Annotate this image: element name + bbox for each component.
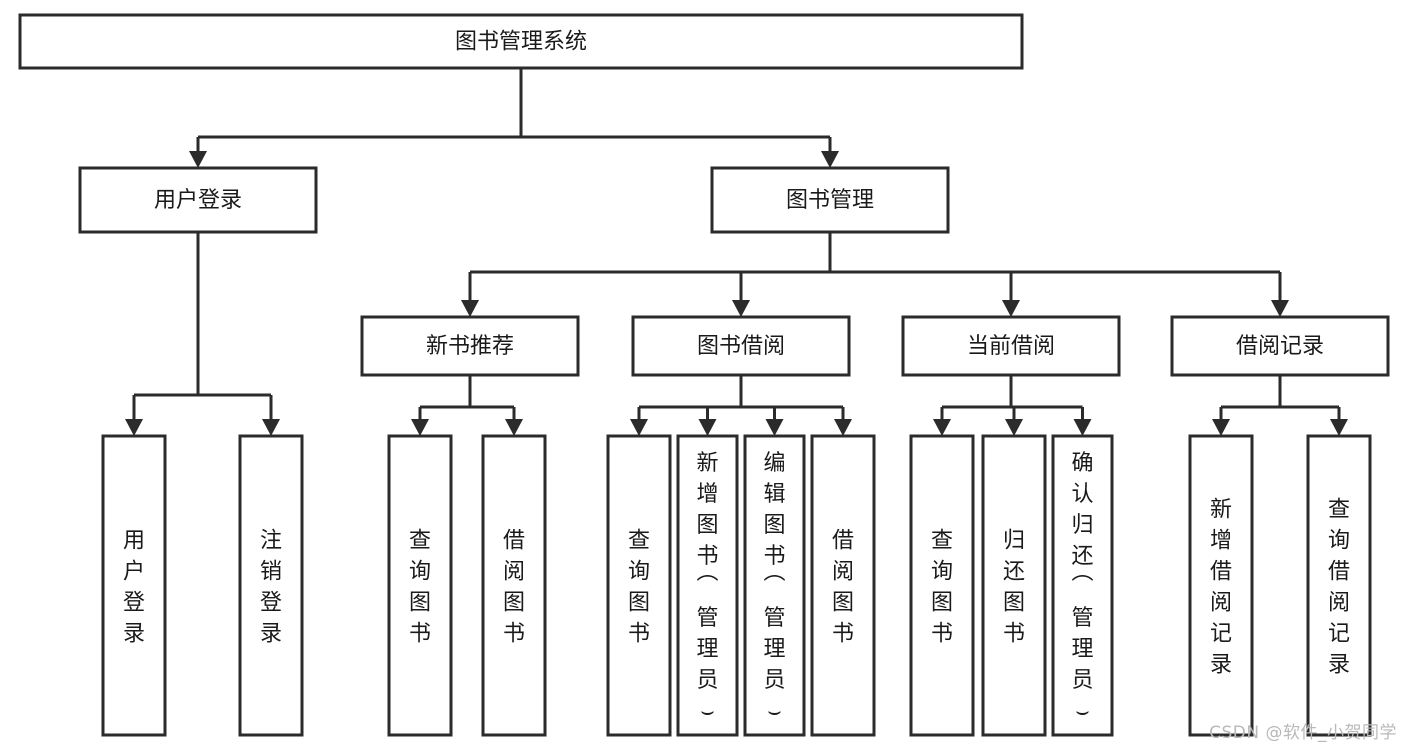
node-level3-2-rect: [901, 315, 1121, 377]
arrowhead-icon: [732, 300, 750, 317]
node-leaf-6-rect: [743, 434, 806, 737]
node-level3-0-label: 新书推荐: [426, 334, 514, 359]
arrowhead-icon: [1002, 300, 1020, 317]
arrowhead-icon: [1005, 419, 1023, 436]
node-leaf-0-rect: [101, 434, 167, 737]
node-leaf-2[interactable]: 查询图书: [387, 434, 453, 737]
connector-edges: [125, 68, 1348, 436]
arrowhead-icon: [505, 419, 523, 436]
node-leaf-2-rect: [387, 434, 453, 737]
node-level3-2-label: 当前借阅: [967, 334, 1055, 359]
arrowhead-icon: [262, 419, 280, 436]
node-level2-0-label: 用户登录: [154, 188, 242, 213]
node-leaf-12-label: 查询借阅记录: [1328, 498, 1350, 678]
node-leaf-5-rect: [676, 434, 739, 737]
node-leaf-8-rect: [909, 434, 975, 737]
node-leaf-2-label: 查询图书: [409, 529, 431, 647]
node-leaf-3-rect: [481, 434, 547, 737]
node-leaf-11-rect: [1188, 434, 1254, 737]
node-level3-0-rect: [360, 315, 580, 377]
node-leaf-7-label: 借阅图书: [832, 529, 854, 647]
node-root-rect: [18, 13, 1024, 70]
node-leaf-6-label: 编辑图书⌒管理员⌣: [763, 451, 785, 724]
arrowhead-icon: [1212, 419, 1230, 436]
node-level2-1-label: 图书管理: [786, 188, 874, 213]
node-level3-1-label: 图书借阅: [697, 334, 785, 359]
node-leaf-11-label: 新增借阅记录: [1210, 498, 1232, 678]
arrowhead-icon: [821, 151, 839, 168]
node-leaf-12-rect: [1306, 434, 1372, 737]
node-root[interactable]: 图书管理系统: [18, 13, 1024, 70]
node-leaf-9-label: 归还图书: [1003, 529, 1025, 647]
node-leaf-4-rect: [606, 434, 672, 737]
arrowhead-icon: [834, 419, 852, 436]
node-leaf-9[interactable]: 归还图书: [981, 434, 1047, 737]
node-leaf-1-label: 注销登录: [260, 529, 282, 647]
node-level3-3-rect: [1170, 315, 1390, 377]
node-leaf-5-label: 新增图书⌒管理员⌣: [696, 451, 718, 724]
node-leaf-7[interactable]: 借阅图书: [810, 434, 876, 737]
node-level2-1-rect: [710, 166, 950, 234]
arrowhead-icon: [765, 419, 784, 436]
arrowhead-icon: [411, 419, 429, 436]
node-level3-3-label: 借阅记录: [1236, 334, 1324, 359]
node-leaf-4[interactable]: 查询图书: [606, 434, 672, 737]
arrowhead-icon: [461, 300, 479, 317]
node-level3-1[interactable]: 图书借阅: [631, 315, 851, 377]
node-leaf-0[interactable]: 用户登录: [101, 434, 167, 737]
node-leaf-11[interactable]: 新增借阅记录: [1188, 434, 1254, 737]
node-leaf-10[interactable]: 确认归还⌒管理员⌣: [1051, 434, 1114, 737]
arrowhead-icon: [1073, 419, 1092, 436]
node-leaf-3-label: 借阅图书: [503, 529, 525, 647]
node-root-label: 图书管理系统: [455, 30, 587, 55]
node-leaf-4-label: 查询图书: [628, 529, 650, 647]
node-leaf-9-rect: [981, 434, 1047, 737]
arrowhead-icon: [933, 419, 951, 436]
node-leaf-10-rect: [1051, 434, 1114, 737]
node-level3-3[interactable]: 借阅记录: [1170, 315, 1390, 377]
node-boxes: 图书管理系统用户登录图书管理新书推荐图书借阅当前借阅借阅记录用户登录注销登录查询…: [18, 13, 1390, 737]
node-leaf-0-label: 用户登录: [123, 529, 145, 647]
arrowhead-icon: [189, 151, 207, 168]
arrowhead-icon: [125, 419, 143, 436]
node-leaf-1-rect: [238, 434, 304, 737]
node-level3-1-rect: [631, 315, 851, 377]
arrowhead-icon: [630, 419, 648, 436]
node-leaf-3[interactable]: 借阅图书: [481, 434, 547, 737]
node-leaf-6[interactable]: 编辑图书⌒管理员⌣: [743, 434, 806, 737]
node-level2-1[interactable]: 图书管理: [710, 166, 950, 234]
node-leaf-10-label: 确认归还⌒管理员⌣: [1071, 451, 1093, 724]
node-leaf-1[interactable]: 注销登录: [238, 434, 304, 737]
arrowhead-icon: [1330, 419, 1348, 436]
node-leaf-8[interactable]: 查询图书: [909, 434, 975, 737]
node-leaf-5[interactable]: 新增图书⌒管理员⌣: [676, 434, 739, 737]
node-level3-2[interactable]: 当前借阅: [901, 315, 1121, 377]
node-leaf-12[interactable]: 查询借阅记录: [1306, 434, 1372, 737]
node-level3-0[interactable]: 新书推荐: [360, 315, 580, 377]
node-leaf-8-label: 查询图书: [931, 529, 953, 647]
arrowhead-icon: [1271, 300, 1289, 317]
node-level2-0[interactable]: 用户登录: [78, 166, 318, 234]
node-leaf-7-rect: [810, 434, 876, 737]
node-level2-0-rect: [78, 166, 318, 234]
arrowhead-icon: [698, 419, 717, 436]
